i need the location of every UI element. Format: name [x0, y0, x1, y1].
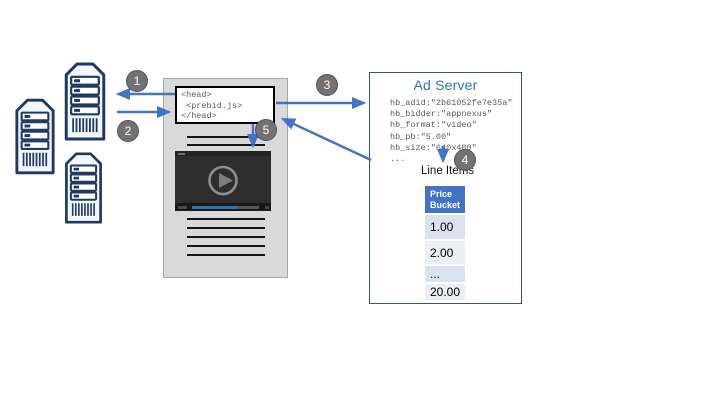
head-code-box: <head> <prebid.js> </head>: [175, 86, 275, 124]
server-icon: [63, 152, 104, 224]
arrow-ad-response: [280, 117, 372, 162]
table-row: 2.00: [425, 241, 465, 264]
kv-line: hb_bidder:"appnexus": [390, 109, 493, 120]
text-line: [187, 136, 265, 138]
text-line: [187, 236, 265, 238]
kv-line: hb_format:"video": [390, 120, 477, 131]
kv-line: hb_size:"640x480": [390, 142, 477, 153]
code-line: <prebid.js>: [181, 100, 243, 111]
progress-fill: [192, 206, 237, 209]
kv-line: hb_pb:"5.00": [390, 131, 452, 142]
code-line: <head>: [181, 90, 212, 100]
step-4-badge: 4: [454, 149, 476, 171]
text-line: [187, 245, 265, 247]
text-line: [187, 144, 265, 146]
server-icon: [63, 62, 107, 141]
video-title-bar: [175, 151, 271, 156]
code-line: </head>: [181, 111, 217, 121]
price-bucket-table: Price Bucket 1.00 2.00 ... 20.00: [425, 186, 465, 300]
table-row: ...: [425, 266, 465, 282]
table-row: 20.00: [425, 284, 465, 300]
server-icon: [14, 94, 56, 179]
table-header: Price Bucket: [425, 186, 465, 213]
text-line: [187, 227, 265, 229]
text-line: [187, 218, 265, 220]
step-1-badge: 1: [126, 70, 148, 92]
step-3-badge: 3: [316, 74, 338, 96]
step-5-badge: 5: [255, 119, 277, 141]
video-player: [175, 151, 271, 211]
play-icon[interactable]: [175, 151, 271, 211]
kv-line: hb_adid:"2b61052fe7e35a": [390, 98, 513, 108]
ad-server-keyvalues: hb_adid:"2b61052fe7e35a" hb_bidder:"appn…: [390, 98, 512, 165]
ad-server-title: Ad Server: [413, 77, 478, 93]
step-2-badge: 2: [117, 120, 139, 142]
text-line: [187, 254, 265, 256]
kv-line: ...: [390, 154, 406, 165]
video-progress-bar[interactable]: [175, 203, 271, 211]
ad-server-panel: Ad Server hb_adid:"2b61052fe7e35a" hb_bi…: [369, 72, 522, 304]
line-items-label: Line Items: [420, 165, 475, 177]
table-row: 1.00: [425, 215, 465, 239]
